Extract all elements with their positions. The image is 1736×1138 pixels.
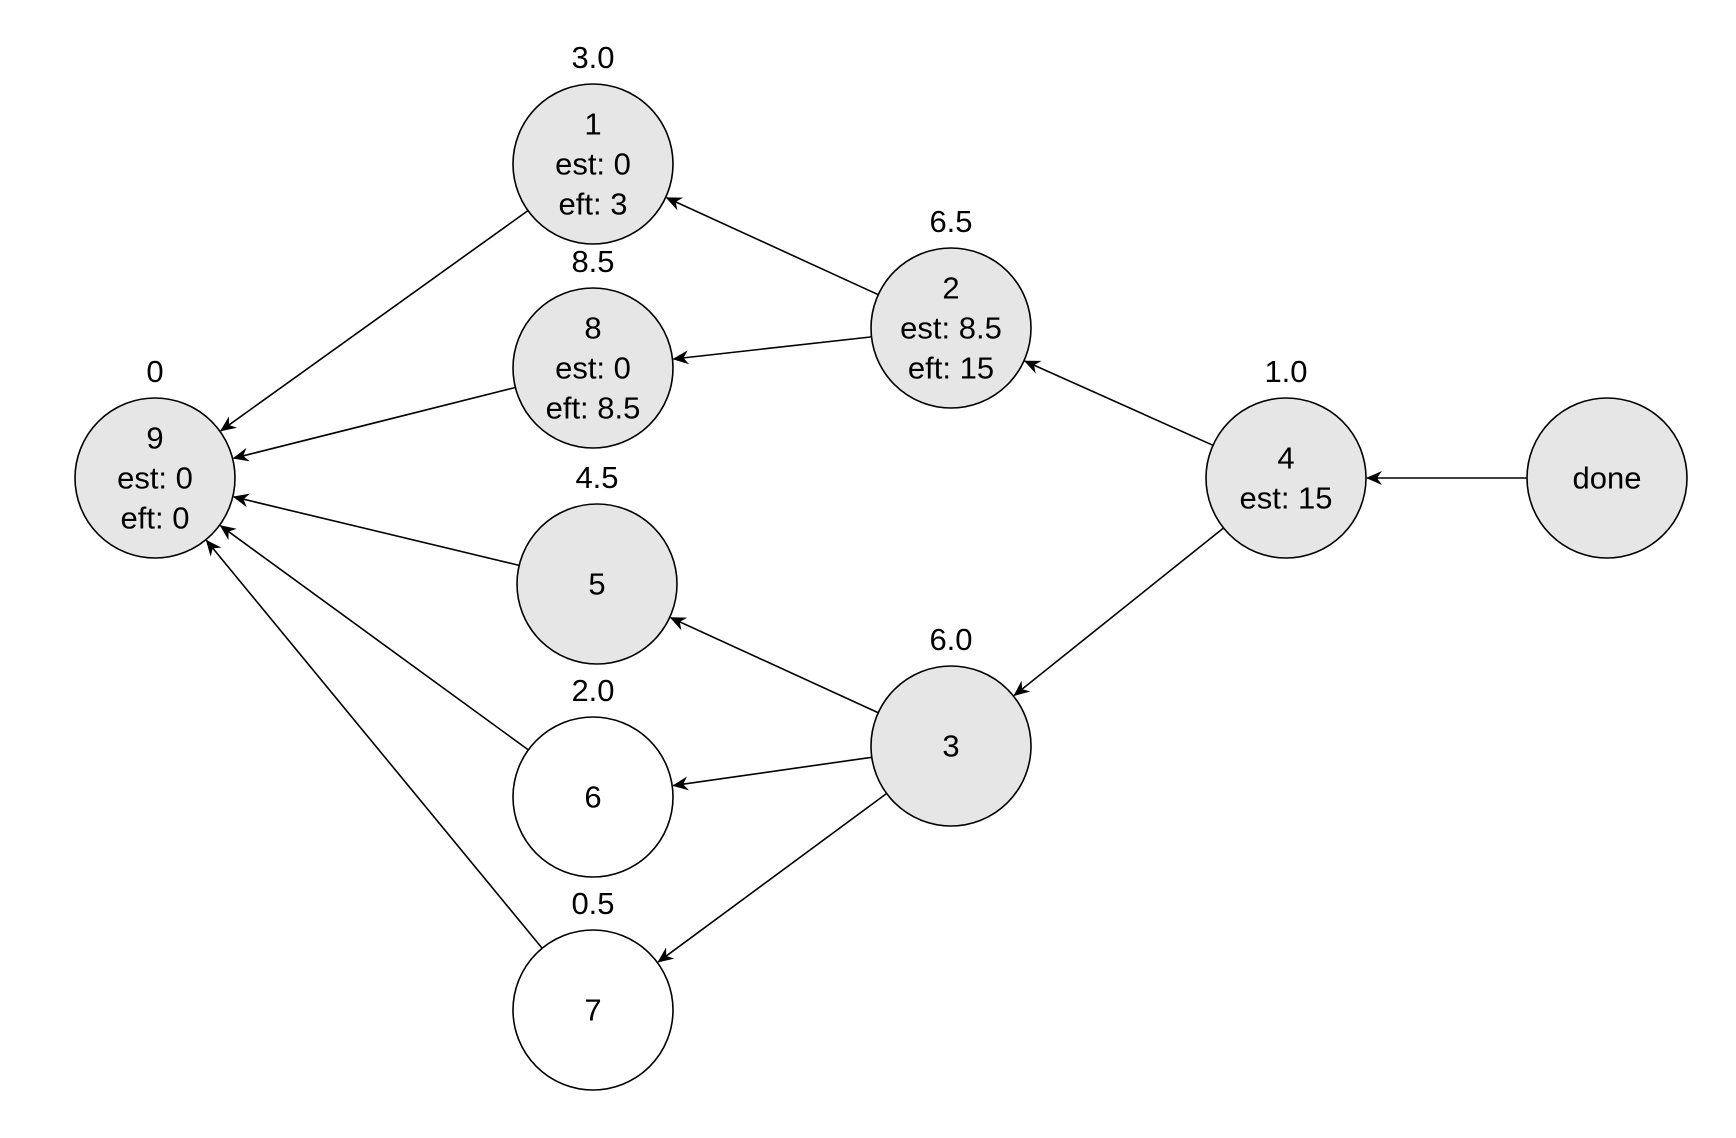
node-1: 3.0 1 est: 0 eft: 3: [512, 40, 674, 245]
edges: [205, 197, 1527, 963]
node-detail-label: eft: 8.5: [546, 391, 641, 426]
node-4: 1.0 4 est: 15: [1205, 354, 1367, 559]
node-9: 0 9 est: 0 eft: 0: [74, 354, 236, 559]
edge-3-to-5: [669, 616, 879, 714]
node-6: 2.06: [512, 673, 674, 878]
node-circle: [74, 397, 236, 559]
node-weight-label: 3.0: [571, 40, 614, 75]
node-circle: [512, 716, 674, 878]
node-weight-label: 1.0: [1264, 354, 1307, 389]
edge-4-to-3: [1013, 527, 1225, 697]
edge-3-to-6: [672, 756, 872, 791]
node-circle: [516, 503, 678, 665]
node-id-label: 5: [588, 567, 605, 602]
node-detail-label: eft: 3: [559, 187, 628, 222]
node-circle: [512, 929, 674, 1091]
edge-8-to-9: [232, 386, 516, 462]
node-weight-label: 0.5: [571, 886, 614, 921]
node-id-label: 1: [584, 107, 601, 142]
node-weight-label: 0: [146, 354, 163, 389]
node-circle: [1526, 397, 1688, 559]
node-id-label: done: [1573, 461, 1642, 496]
edge-1-to-9: [220, 209, 529, 432]
edge-2-to-1: [665, 197, 879, 296]
node-weight-label: 2.0: [571, 673, 614, 708]
node-detail-label: eft: 0: [121, 501, 190, 536]
node-detail-label: est: 0: [555, 147, 631, 182]
node-id-label: 9: [146, 421, 163, 456]
node-detail-label: est: 0: [117, 461, 193, 496]
edge-3-to-7: [657, 792, 888, 963]
node-id-label: 2: [942, 271, 959, 306]
node-circle: [870, 247, 1032, 409]
node-id-label: 8: [584, 311, 601, 346]
node-circle: [870, 665, 1032, 827]
edge-4-to-2: [1024, 360, 1214, 447]
edge-7-to-9: [205, 539, 543, 949]
node-detail-label: eft: 15: [908, 351, 994, 386]
node-weight-label: 6.0: [929, 622, 972, 657]
edge-2-to-8: [672, 336, 872, 365]
node-weight-label: 8.5: [571, 244, 614, 279]
node-5: 4.55: [516, 460, 678, 665]
node-weight-label: 6.5: [929, 204, 972, 239]
node-done: done: [1526, 397, 1688, 559]
node-id-label: 4: [1277, 441, 1294, 476]
node-circle: [1205, 397, 1367, 559]
node-detail-label: est: 0: [555, 351, 631, 386]
edge-6-to-9: [219, 525, 529, 751]
node-id-label: 3: [942, 729, 959, 764]
node-weight-label: 4.5: [575, 460, 618, 495]
nodes: 0 9 est: 0 eft: 0 3.0 1 est: 0 eft: 3 8.5 8 est: 0…: [74, 40, 1688, 1091]
node-3: 6.03: [870, 622, 1032, 827]
edge-5-to-9: [232, 493, 520, 567]
node-id-label: 7: [584, 993, 601, 1028]
node-detail-label: est: 15: [1239, 481, 1332, 516]
node-id-label: 6: [584, 780, 601, 815]
node-8: 8.5 8 est: 0 eft: 8.5: [512, 244, 674, 449]
node-7: 0.57: [512, 886, 674, 1091]
node-circle: [512, 287, 674, 449]
node-circle: [512, 83, 674, 245]
node-detail-label: est: 8.5: [900, 311, 1002, 346]
node-2: 6.5 2 est: 8.5 eft: 15: [870, 204, 1032, 409]
